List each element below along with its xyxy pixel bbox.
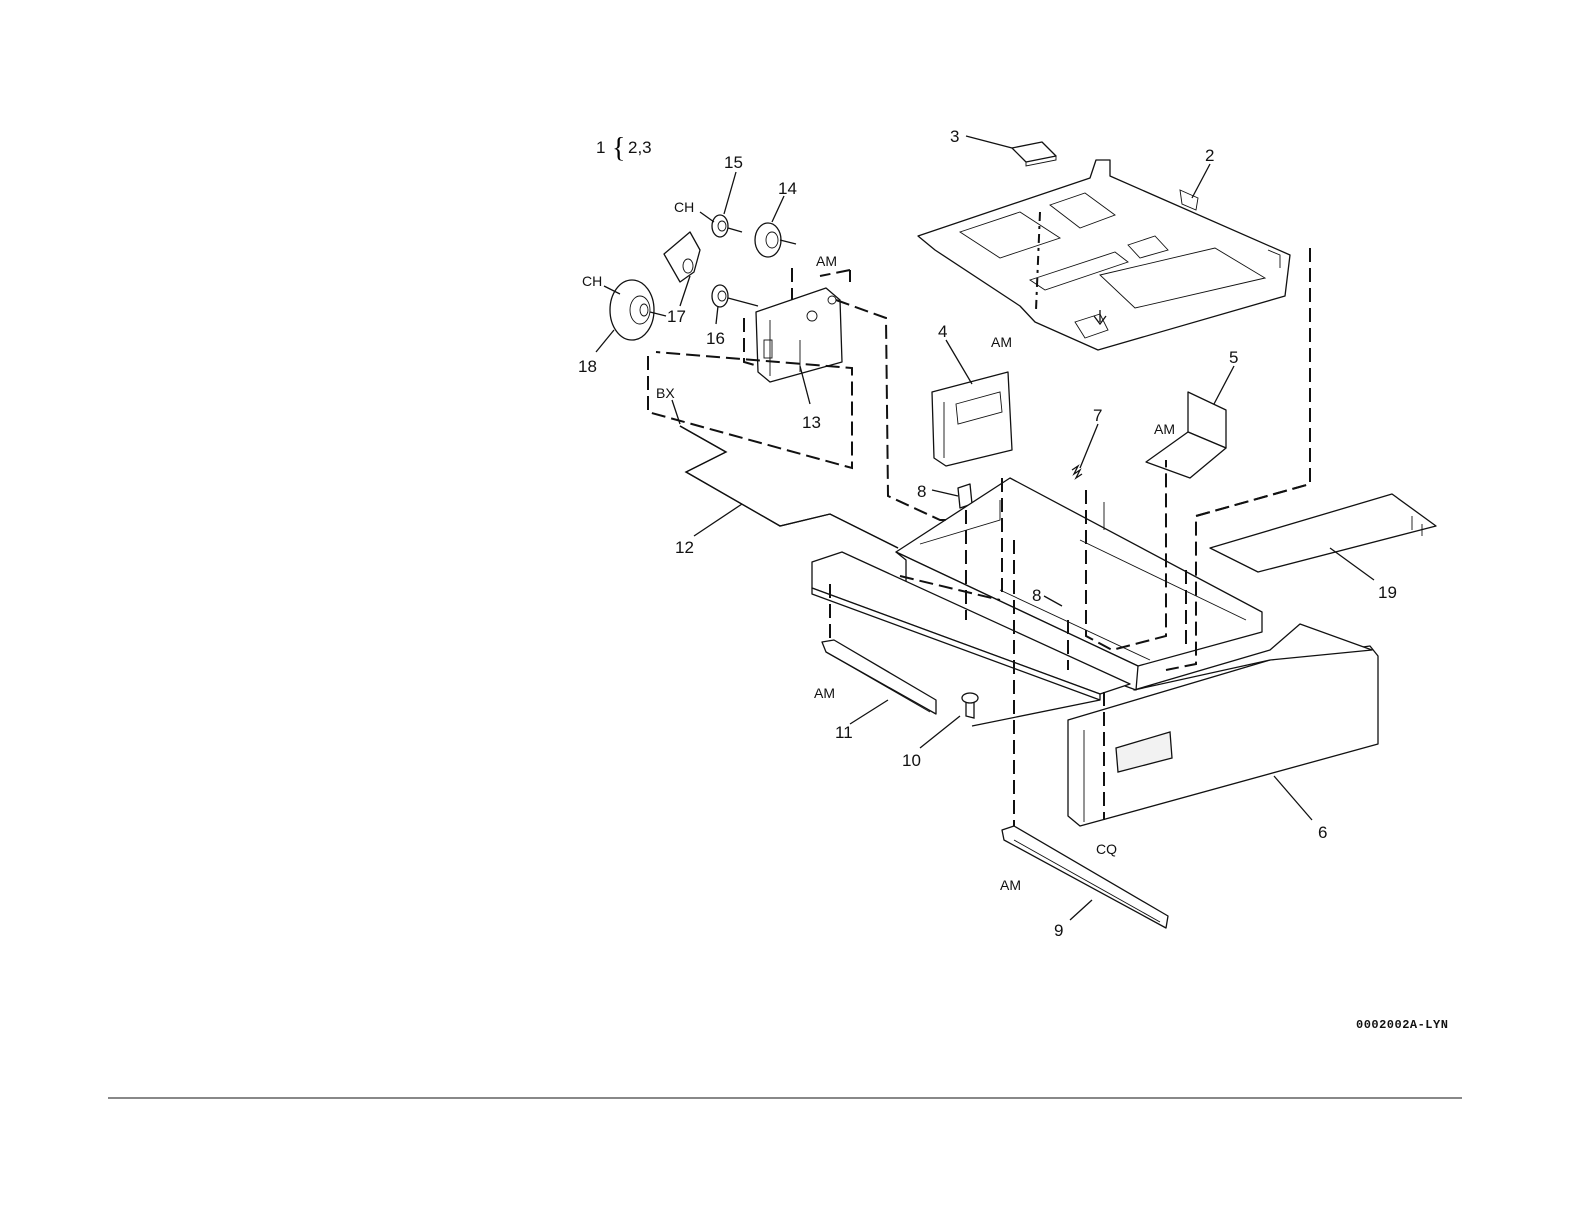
part-16-gear bbox=[712, 285, 758, 307]
part-17-gear-sector bbox=[664, 232, 700, 282]
kit-contents: 2,3 bbox=[628, 138, 652, 157]
part-10-screw bbox=[962, 693, 978, 718]
callout-12: 12 bbox=[675, 538, 694, 557]
part-9-rail bbox=[1002, 826, 1168, 928]
part-18-gear bbox=[610, 280, 666, 340]
part-14-gear bbox=[755, 223, 796, 257]
callout-10: 10 bbox=[902, 751, 921, 770]
callout-17: 17 bbox=[667, 307, 686, 326]
code-ch-lower: CH bbox=[582, 273, 602, 289]
callout-8-lower: 8 bbox=[1032, 586, 1041, 605]
callout-3: 3 bbox=[950, 127, 959, 146]
code-bx: BX bbox=[656, 385, 675, 401]
callout-15: 15 bbox=[724, 153, 743, 172]
code-ch-upper: CH bbox=[674, 199, 694, 215]
kit-brace: { bbox=[612, 133, 625, 164]
callout-18: 18 bbox=[578, 357, 597, 376]
part-19-plate bbox=[1210, 494, 1436, 572]
part-11-rail bbox=[822, 640, 936, 714]
code-am-guide: AM bbox=[991, 334, 1012, 350]
callout-11: 11 bbox=[835, 723, 853, 742]
callout-4: 4 bbox=[938, 322, 947, 341]
callout-7: 7 bbox=[1093, 406, 1102, 425]
part-15-gear bbox=[712, 215, 742, 237]
callout-19: 19 bbox=[1378, 583, 1397, 602]
callout-14: 14 bbox=[778, 179, 797, 198]
part-2-cover-plate bbox=[918, 160, 1290, 350]
callout-16: 16 bbox=[706, 329, 725, 348]
code-am-rail-9: AM bbox=[1000, 877, 1021, 893]
part-12-shaft bbox=[680, 426, 898, 548]
part-3-pad bbox=[1012, 142, 1056, 166]
tray-body bbox=[896, 478, 1262, 690]
code-am-bracket: AM bbox=[816, 253, 837, 269]
part-13-bracket bbox=[756, 288, 842, 382]
callout-6: 6 bbox=[1318, 823, 1327, 842]
kit-number: 1 bbox=[596, 138, 605, 157]
figure-id: 0002002A-LYN bbox=[1356, 1018, 1448, 1032]
kit-list: 1 { 2,3 bbox=[596, 133, 652, 164]
callout-8-upper: 8 bbox=[917, 482, 926, 501]
part-4-guide-bracket bbox=[932, 372, 1012, 466]
callout-5: 5 bbox=[1229, 348, 1238, 367]
callout-2: 2 bbox=[1205, 146, 1214, 165]
code-cq: CQ bbox=[1096, 841, 1117, 857]
code-am-angle: AM bbox=[1154, 421, 1175, 437]
callout-13: 13 bbox=[802, 413, 821, 432]
callout-9: 9 bbox=[1054, 921, 1063, 940]
code-am-rail-11: AM bbox=[814, 685, 835, 701]
